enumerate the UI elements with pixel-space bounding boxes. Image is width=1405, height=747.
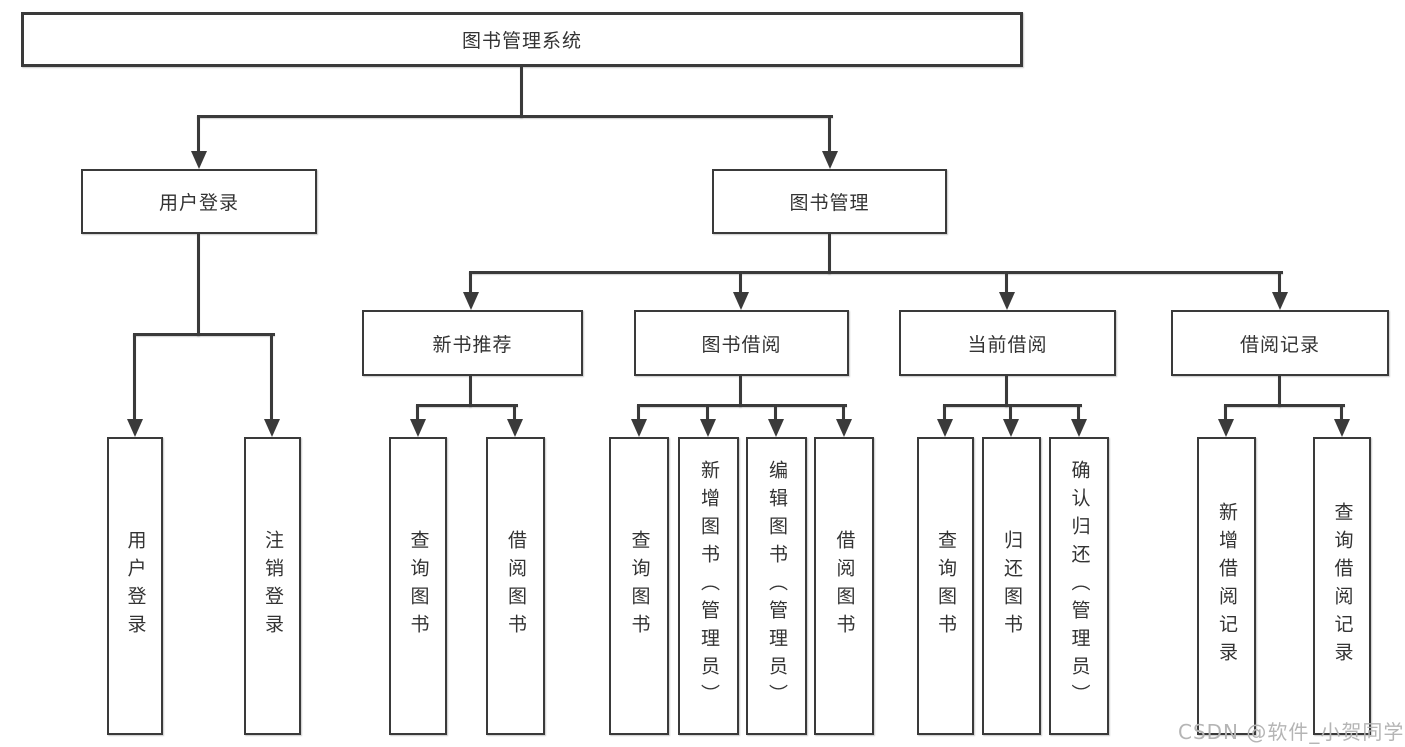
node-current-borrow: 当前借阅 [899,310,1116,376]
connector-line-v [469,376,472,407]
connector-stem [943,404,946,421]
connector-line-h [637,404,847,407]
arrowhead-down [836,419,852,437]
arrowhead-down [631,419,647,437]
node-book-borrow: 图书借阅 [634,310,849,376]
connector-stem [1009,404,1012,421]
connector-line-h [1224,404,1345,407]
arrowhead-down [127,419,143,437]
arrowhead-down [700,419,716,437]
connector-stem [842,404,845,421]
node-label: 新增借阅记录 [1216,502,1238,670]
node-label: 注销登录 [262,530,284,642]
connector-line-h [469,271,1283,274]
arrowhead-down [1218,419,1234,437]
arrowhead-down [264,419,280,437]
connector-line-h [133,333,275,336]
connector-line-v [1278,376,1281,407]
leaf-query-borrow-record: 查询借阅记录 [1313,437,1371,735]
arrowhead-down [410,419,426,437]
arrowhead-down [822,151,838,169]
connector-line-v [828,234,831,274]
connector-stem [513,404,516,421]
arrowhead-down [768,419,784,437]
leaf-query-books-2: 查询图书 [609,437,669,735]
connector-line-h [197,115,833,118]
node-label: 借阅图书 [833,530,856,642]
node-label: 查询图书 [407,530,430,642]
connector-stem [828,115,831,152]
leaf-query-books-1: 查询图书 [389,437,447,735]
node-label: 编辑图书（管理员） [766,460,788,712]
connector-line-v [520,67,523,118]
node-root: 图书管理系统 [21,12,1023,67]
connector-stem [416,404,419,421]
connector-stem [1077,404,1080,421]
arrowhead-down [1334,419,1350,437]
connector-line-v [1005,376,1008,407]
connector-stem [197,115,200,152]
connector-stem [774,404,777,421]
arrowhead-down [937,419,953,437]
node-user-login: 用户登录 [81,169,317,234]
connector-line-v [197,234,200,336]
node-borrow-records: 借阅记录 [1171,310,1389,376]
arrowhead-down [191,151,207,169]
arrowhead-down [999,292,1015,310]
connector-stem [706,404,709,421]
arrowhead-down [507,419,523,437]
leaf-add-borrow-record: 新增借阅记录 [1197,437,1256,735]
leaf-borrow-books-2: 借阅图书 [814,437,874,735]
connector-line-h [416,404,518,407]
leaf-add-books-admin: 新增图书（管理员） [678,437,739,735]
leaf-user-login: 用户登录 [107,437,163,735]
connector-line-v [739,376,742,407]
arrowhead-down [1003,419,1019,437]
node-label: 用户登录 [124,530,147,642]
connector-line-h [943,404,1082,407]
connector-stem [739,271,742,294]
connector-stem [469,271,472,294]
connector-stem [270,333,273,421]
node-label: 查询图书 [935,530,957,642]
node-label: 借阅图书 [505,530,527,642]
leaf-confirm-return-admin: 确认归还（管理员） [1049,437,1109,735]
node-new-book-recommend: 新书推荐 [362,310,583,376]
connector-stem [133,333,136,421]
node-label: 新增图书（管理员） [698,460,720,712]
arrowhead-down [1272,292,1288,310]
arrowhead-down [463,292,479,310]
leaf-query-books-3: 查询图书 [917,437,974,735]
connector-stem [1340,404,1343,421]
watermark-text: CSDN @软件_小贺同学 [1178,720,1405,744]
leaf-borrow-books-1: 借阅图书 [486,437,545,735]
node-label: 查询借阅记录 [1331,502,1354,670]
node-label: 确认归还（管理员） [1068,460,1091,712]
node-label: 归还图书 [1001,530,1023,642]
connector-stem [637,404,640,421]
node-label: 查询图书 [628,530,651,642]
arrowhead-down [733,292,749,310]
connector-stem [1005,271,1008,294]
arrowhead-down [1071,419,1087,437]
connector-stem [1224,404,1227,421]
leaf-return-books: 归还图书 [982,437,1041,735]
node-book-management: 图书管理 [712,169,947,234]
connector-stem [1278,271,1281,294]
leaf-edit-books-admin: 编辑图书（管理员） [746,437,807,735]
leaf-logout: 注销登录 [244,437,301,735]
